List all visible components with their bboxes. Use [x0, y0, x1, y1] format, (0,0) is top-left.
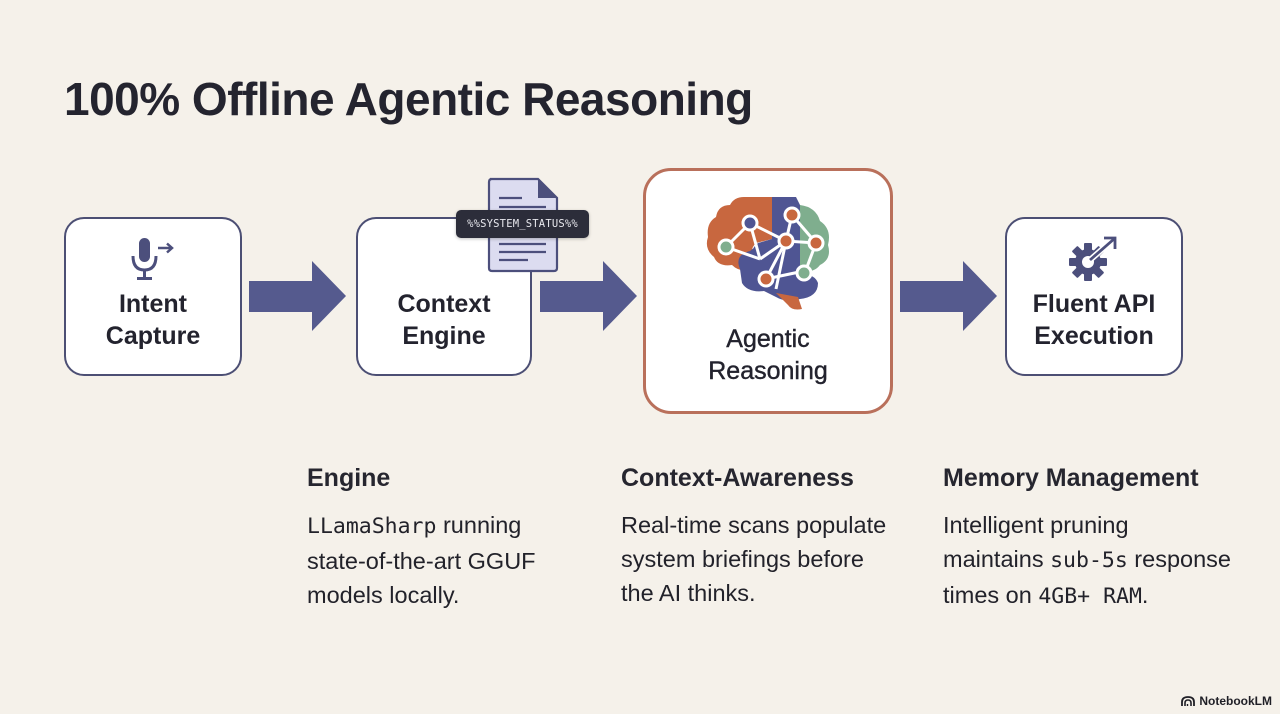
section-heading: Context-Awareness: [621, 464, 854, 492]
step-label: Intent Capture: [105, 290, 201, 350]
microphone-arrow-icon: [131, 238, 174, 280]
section-body: LLamaSharp running state-of-the-art GGUF…: [307, 508, 536, 612]
body-text: times on: [943, 582, 1039, 608]
flow-arrow-1: [249, 261, 346, 331]
step-intent-capture: Intent Capture: [64, 217, 242, 376]
section-heading: Engine: [307, 464, 391, 492]
body-line: state-of-the-art GGUF: [307, 548, 536, 574]
body-text: running: [436, 512, 522, 538]
step-label: Fluent API Execution: [1032, 290, 1156, 350]
step-fluent-api-execution: Fluent API Execution: [1005, 217, 1183, 376]
gear-arrow-icon: [1069, 236, 1117, 281]
body-line: Real-time scans populate: [621, 512, 887, 538]
flow-arrow-3: [900, 261, 997, 331]
body-line: the AI thinks.: [621, 580, 756, 606]
notebooklm-logo-icon: [1181, 695, 1196, 706]
section-engine: Engine LLamaSharp running state-of-the-a…: [307, 462, 536, 612]
system-status-chip: %%SYSTEM_STATUS%%: [456, 210, 589, 238]
body-text: .: [1141, 582, 1149, 608]
body-text: maintains: [943, 546, 1051, 572]
body-line: models locally.: [307, 582, 460, 608]
slide-title: 100% Offline Agentic Reasoning: [64, 73, 753, 125]
step-label: Agentic Reasoning: [708, 325, 828, 385]
section-body: Real-time scans populate system briefing…: [621, 508, 886, 610]
body-text: response: [1127, 546, 1231, 572]
brand-label: NotebookLM: [1199, 694, 1272, 708]
body-line: Intelligent pruning: [943, 512, 1129, 538]
flow-arrow-2: [540, 261, 637, 331]
brain-network-icon: [706, 197, 829, 310]
step-agentic-reasoning: Agentic Reasoning: [643, 168, 893, 414]
section-context-awareness: Context-Awareness Real-time scans popula…: [621, 462, 886, 610]
section-memory-management: Memory Management Intelligent pruning ma…: [943, 462, 1231, 614]
code-text: 4GB+ RAM: [1038, 584, 1142, 609]
body-line: system briefings before: [621, 546, 864, 572]
notebooklm-brand: NotebookLM: [1181, 694, 1272, 708]
step-label: Context Engine: [397, 290, 491, 350]
code-text: LLamaSharp: [307, 514, 437, 539]
code-text: sub-5s: [1050, 548, 1128, 573]
section-heading: Memory Management: [943, 464, 1199, 492]
section-body: Intelligent pruning maintains sub-5s res…: [943, 508, 1231, 614]
